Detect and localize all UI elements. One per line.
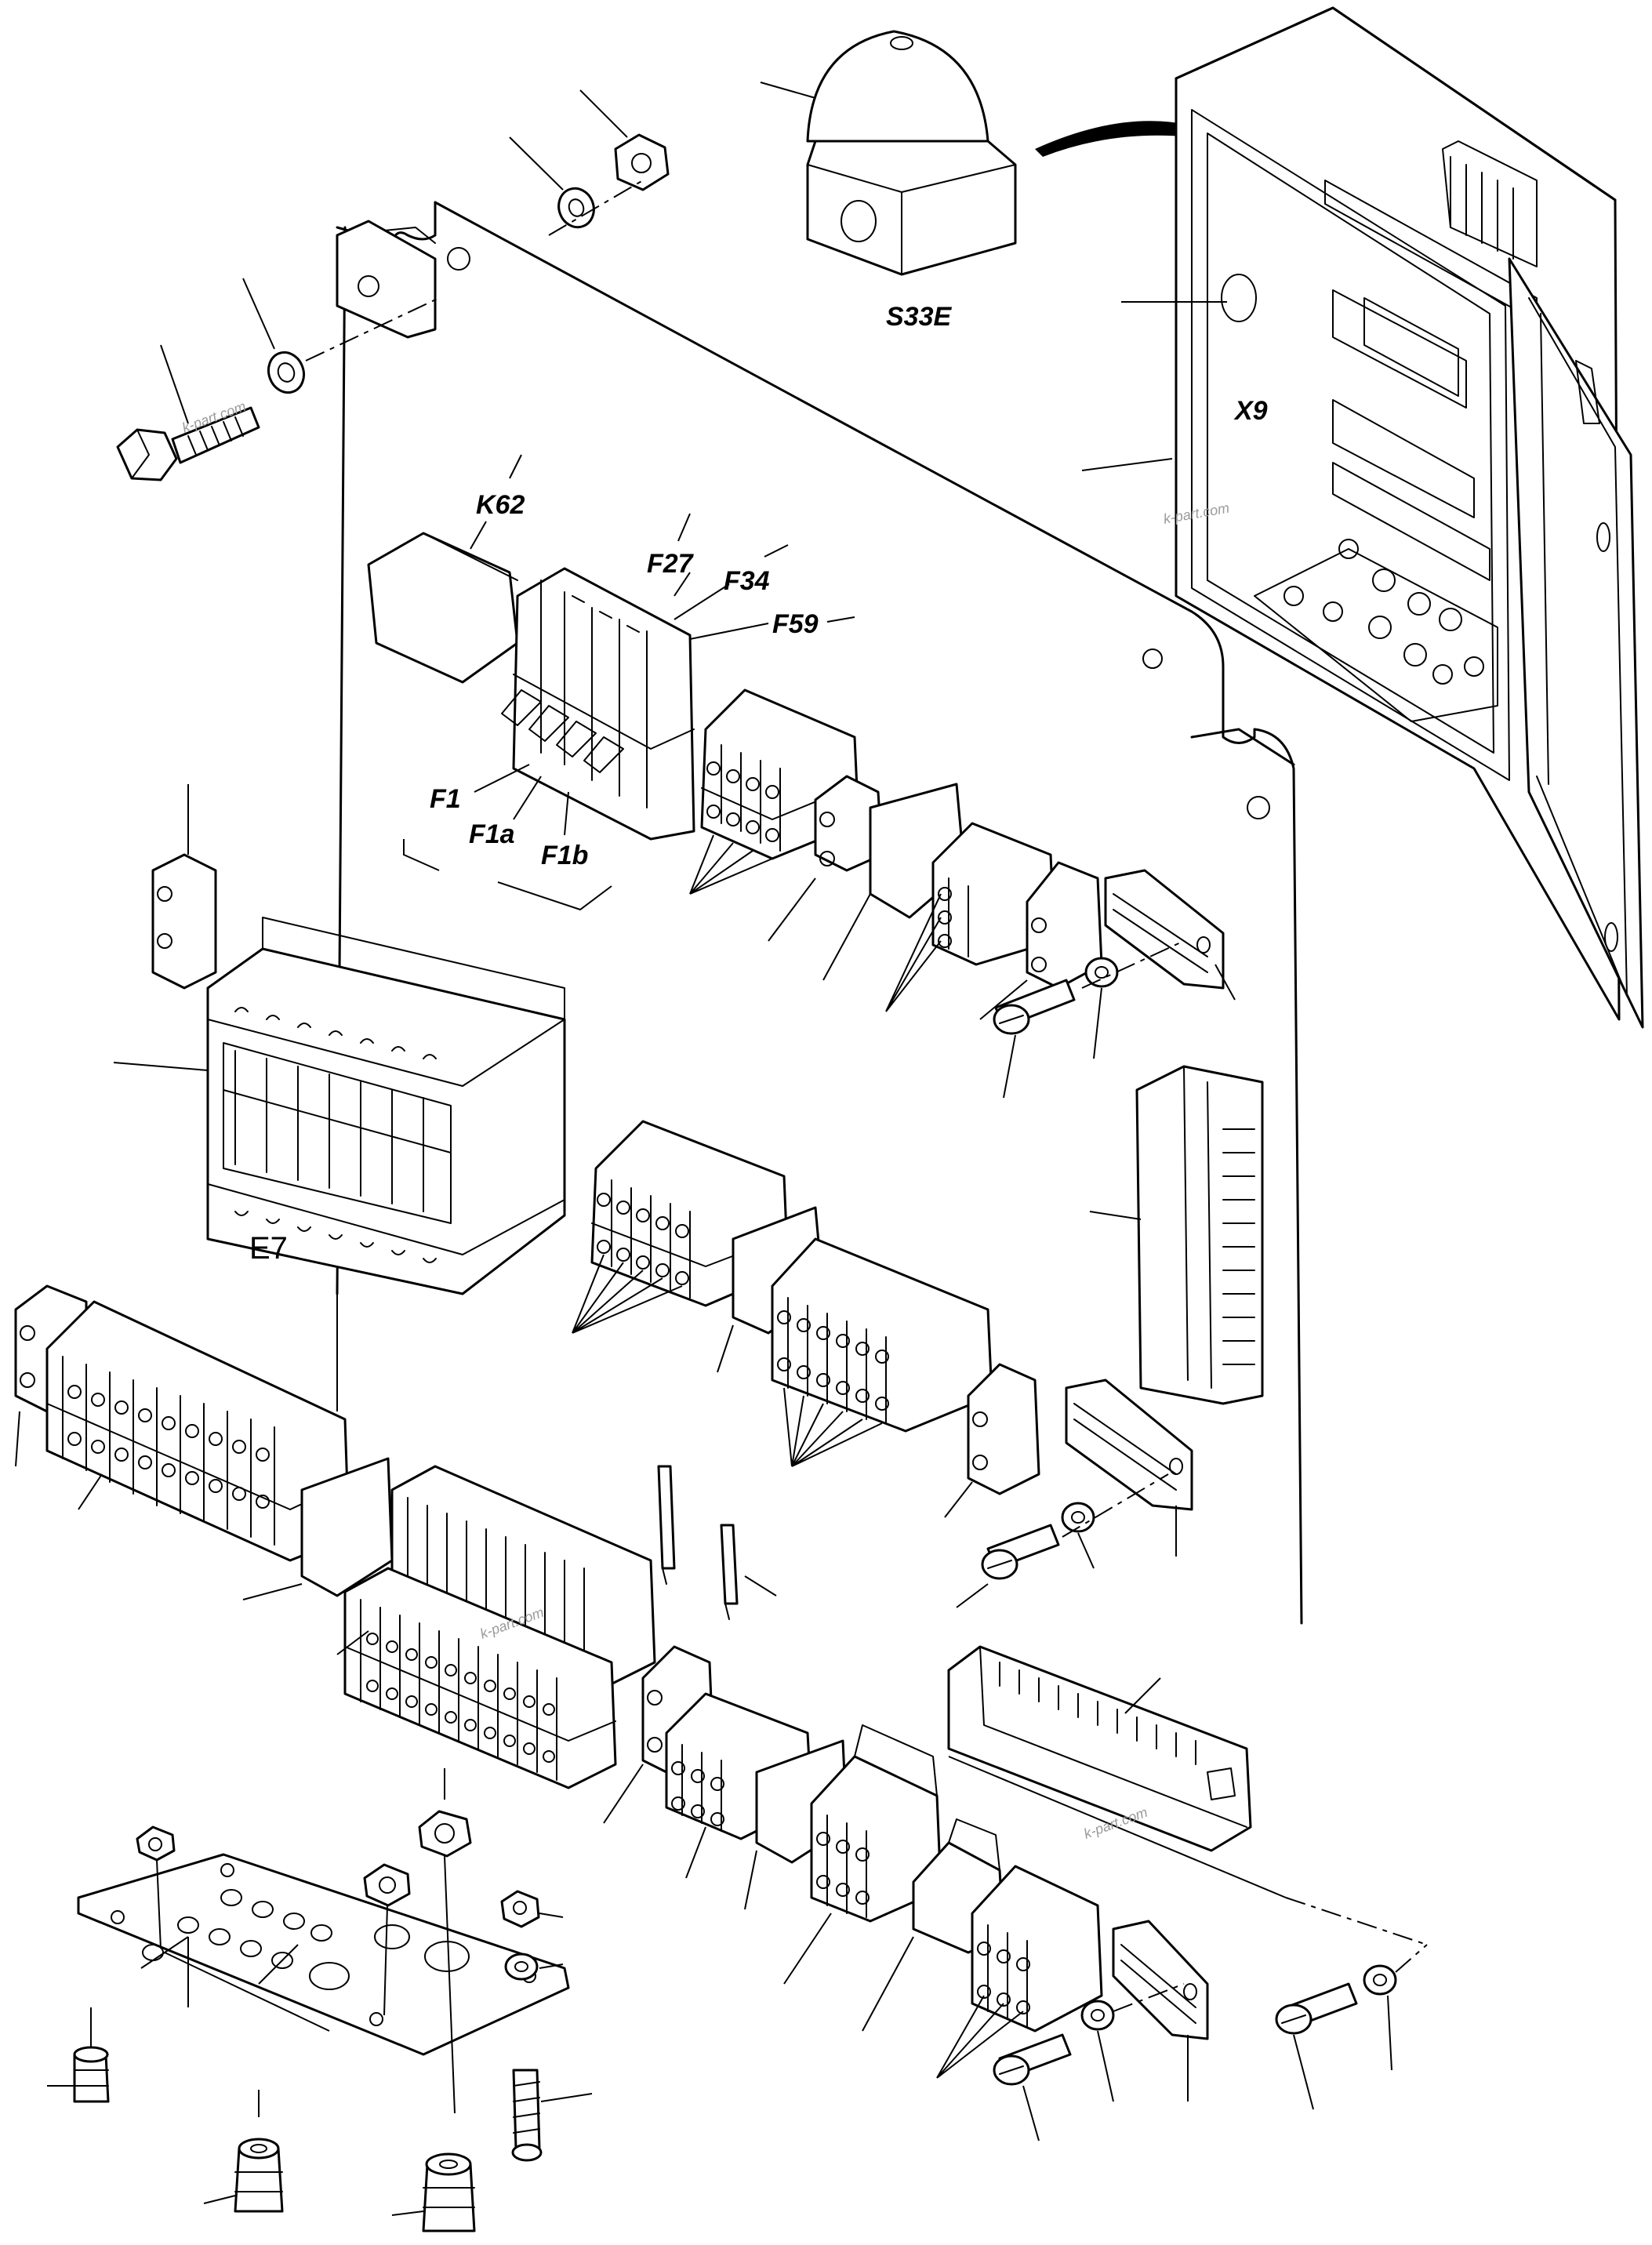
leader-f1b xyxy=(564,791,569,836)
screw-2 xyxy=(956,1524,1060,1608)
hex-bolt xyxy=(116,344,260,481)
wire-duct-horizontal xyxy=(947,1645,1287,1898)
leader-f1a xyxy=(513,776,542,820)
hex-nut-top xyxy=(579,89,670,191)
label-f34: F34 xyxy=(724,566,770,596)
wire-pieces xyxy=(657,1465,777,1620)
plate-tab-left xyxy=(336,220,437,339)
leader-f59 xyxy=(826,616,855,623)
relay-k62 xyxy=(367,521,519,684)
nut-axis-line xyxy=(548,180,644,236)
leader-f27 xyxy=(677,513,691,542)
gland-nut-2 xyxy=(363,1863,411,2016)
screw-1 xyxy=(993,979,1076,1099)
screw-axis-4 xyxy=(1285,1897,1428,1945)
end-clamp-top-left xyxy=(151,784,217,990)
nut-right-gland xyxy=(500,1890,564,1928)
end-clamp-3 xyxy=(944,1363,1040,1518)
gland-nut-1 xyxy=(136,1825,176,1949)
cable-gland-2 xyxy=(203,2090,284,2213)
push-button-s33e xyxy=(760,30,1017,276)
electrical-cabinet-x9 xyxy=(1081,6,1644,1029)
washer-top xyxy=(509,136,595,229)
wire-duct-vertical xyxy=(1089,1065,1264,1405)
terminal-block-group-4 xyxy=(771,1237,993,1467)
screw-axis-3 xyxy=(1113,1983,1185,2012)
screw-3 xyxy=(993,2033,1072,2141)
screw-axis-2 xyxy=(1062,1473,1169,1538)
cable-gland-1 xyxy=(47,2007,110,2103)
label-e7: E7 xyxy=(249,1231,288,1266)
label-f1b: F1b xyxy=(541,841,588,870)
lock-washer-left xyxy=(242,278,306,394)
controller-unit-e7 xyxy=(113,917,566,1295)
screw-gland xyxy=(511,2069,593,2162)
gland-plate xyxy=(77,1853,570,2056)
leader-k62 xyxy=(509,454,522,479)
label-k62: K62 xyxy=(476,490,525,520)
label-f1: F1 xyxy=(430,784,461,814)
screw-4 xyxy=(1275,1982,1358,2110)
terminal-strip-double xyxy=(336,1465,656,1789)
circuit-breakers-f xyxy=(501,567,769,841)
end-plate-3 xyxy=(242,1457,394,1600)
washer-right-gland xyxy=(504,1953,564,1981)
terminal-block-group-7 xyxy=(936,1865,1103,2079)
din-rail-1 xyxy=(1104,869,1236,1001)
washer-4 xyxy=(1363,1964,1397,2071)
din-rail-2 xyxy=(1065,1379,1193,1557)
screw-axis-1 xyxy=(1081,940,1185,989)
label-f1a: F1a xyxy=(469,819,515,849)
terminal-strip-long-left xyxy=(14,1284,350,1562)
label-s33e: S33E xyxy=(886,302,952,332)
terminal-block-group-2 xyxy=(885,822,1056,1012)
screw-axis-5 xyxy=(1395,1944,1428,1973)
gland-nut-3 xyxy=(418,1768,472,2114)
washer-1 xyxy=(1084,957,1119,1059)
bracket-lines xyxy=(403,839,612,911)
label-f27: F27 xyxy=(647,549,695,579)
bolt-axis-line xyxy=(305,297,440,361)
washer-2 xyxy=(1061,1502,1095,1569)
washer-3 xyxy=(1080,2000,1115,2102)
label-x9: X9 xyxy=(1233,396,1268,426)
leader-f34 xyxy=(764,544,789,558)
din-rail-3 xyxy=(1112,1920,1209,2102)
cable-gland-3 xyxy=(391,2152,476,2232)
label-f59: F59 xyxy=(772,609,819,639)
arrow-curved xyxy=(1035,121,1192,157)
leader-f1 xyxy=(474,764,530,793)
end-clamp-2 xyxy=(979,861,1103,1020)
